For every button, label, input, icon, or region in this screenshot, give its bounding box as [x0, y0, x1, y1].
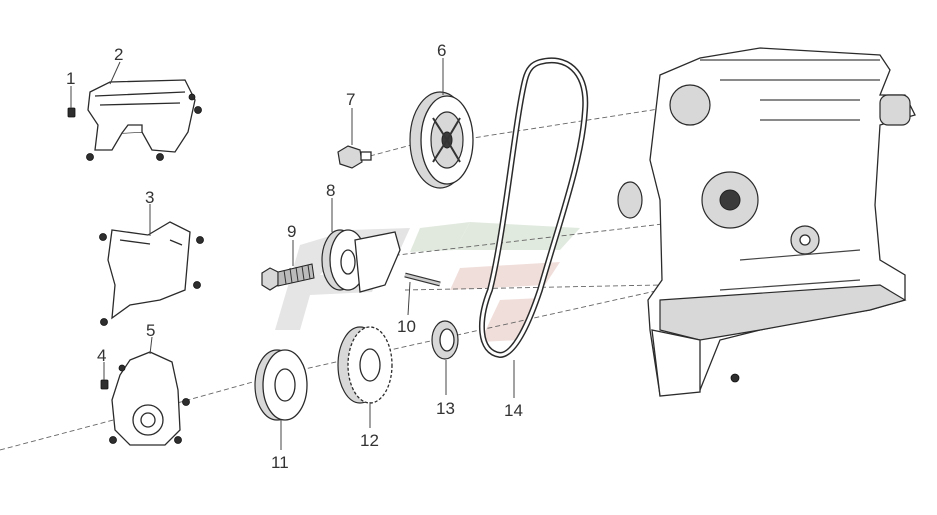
callout-3: 3 — [145, 188, 154, 207]
part-2-upper-timing-cover — [86, 79, 202, 161]
callout-6: 6 — [437, 41, 446, 60]
part-3-middle-timing-cover — [99, 221, 204, 326]
part-4-bolt — [100, 379, 109, 390]
part-7-nut — [337, 145, 372, 169]
part-5-lower-timing-cover — [109, 351, 190, 446]
part-1-bolt — [67, 107, 76, 118]
callout-8: 8 — [326, 181, 335, 200]
callout-1: 1 — [66, 69, 75, 88]
callout-11: 11 — [271, 453, 289, 472]
callout-10: 10 — [397, 317, 416, 336]
engine-assembly — [617, 47, 916, 397]
part-6-camshaft-pulley — [409, 91, 474, 189]
part-9-bolt — [261, 263, 315, 291]
callout-4: 4 — [97, 346, 106, 365]
part-14-timing-belt — [479, 57, 589, 359]
callout-5: 5 — [146, 321, 155, 340]
part-10-stud — [404, 272, 441, 287]
callout-9: 9 — [287, 222, 296, 241]
callout-13: 13 — [436, 399, 455, 418]
part-8-tensioner-pulley — [321, 229, 401, 293]
callout-2: 2 — [114, 45, 123, 64]
leader-lines — [70, 58, 515, 450]
part-13-washer — [431, 320, 459, 360]
callout-7: 7 — [346, 90, 355, 109]
callout-14: 14 — [504, 401, 523, 420]
part-12-crank-sprocket — [337, 326, 393, 404]
callout-labels: 1 2 3 4 5 6 7 8 9 10 11 12 13 14 — [66, 41, 523, 472]
callout-12: 12 — [360, 431, 379, 450]
part-11-crankshaft-washer — [254, 349, 308, 421]
